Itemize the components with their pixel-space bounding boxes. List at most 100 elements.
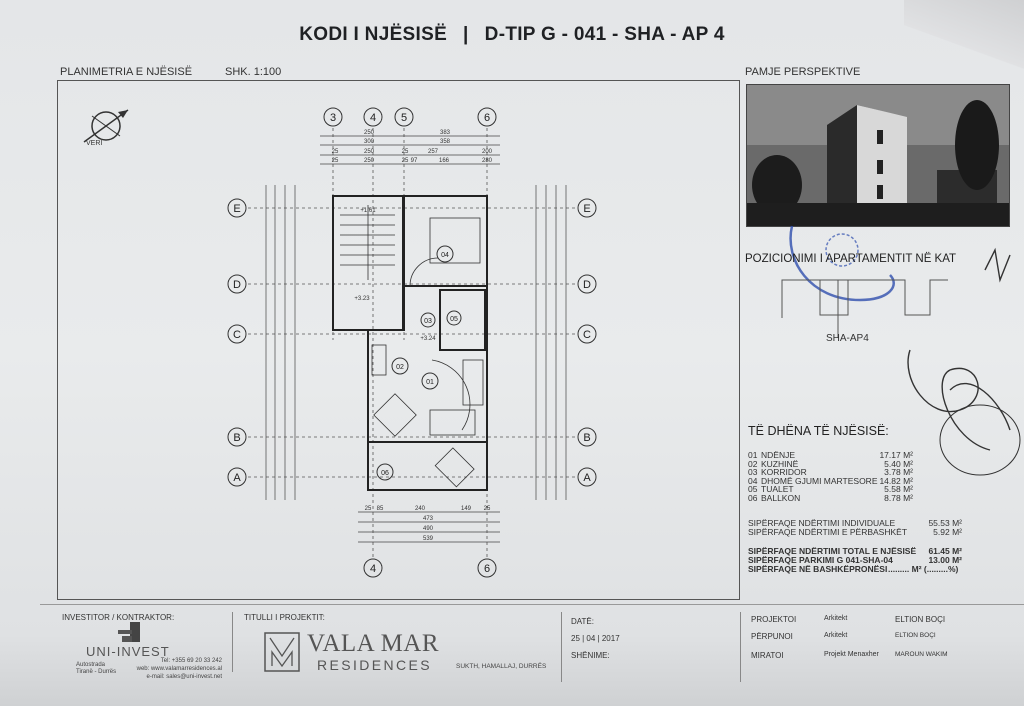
dim: 280	[482, 158, 493, 164]
title-separator: |	[463, 24, 469, 45]
axis-4-label: 4	[370, 112, 376, 124]
dim: 25	[365, 506, 372, 512]
dim: 25	[332, 158, 339, 164]
email-link[interactable]: e-mail: sales@uni-invest.net	[146, 674, 222, 680]
dim: 383	[440, 130, 451, 136]
code-label: KODI I NJËSISË	[299, 24, 448, 45]
vala-mar-monogram-icon	[264, 632, 300, 672]
investor-logo: UNI-INVEST	[86, 644, 170, 659]
room-name: KUZHINË	[761, 458, 799, 469]
dim: 25	[402, 158, 409, 164]
signoff-role: MIRATOI	[751, 651, 784, 660]
signoff-name: MAROUN WAKIM	[895, 651, 948, 658]
date-label: DATË:	[571, 617, 594, 626]
axis-5-label: 5	[401, 112, 407, 124]
signoff-name: ELTION BOÇI	[895, 632, 936, 639]
address-line: Autostrada	[76, 662, 106, 668]
room-num: 04	[748, 475, 758, 486]
axis-d-label: D	[233, 279, 241, 291]
dim: 250	[364, 130, 375, 136]
room-name: BALLKON	[761, 492, 801, 503]
project-logo-main: VALA MAR	[307, 630, 440, 657]
room-num: 03	[748, 467, 758, 477]
room-area: 14.82 M²	[879, 475, 913, 486]
shared-area-label: SIPËRFAQE NDËRTIMI E PËRBASHKËT	[748, 527, 908, 537]
signoff-role: PROJEKTOI	[751, 615, 797, 624]
level-mark: +1.61	[360, 208, 376, 214]
phone: Tel: +355 69 20 33 242	[160, 658, 222, 664]
dim: 473	[423, 516, 434, 522]
room-area: 3.78 M²	[884, 467, 913, 477]
room-area: 8.78 M²	[884, 492, 913, 503]
level-mark: +3.23	[354, 296, 370, 302]
address-line: Tiranë - Durrës	[76, 669, 117, 675]
axis-b-label: B	[233, 432, 240, 444]
axis-4-bottom-label: 4	[370, 563, 376, 575]
axis-3-label: 3	[330, 112, 336, 124]
axis-6-label: 6	[484, 112, 490, 124]
room-name: NDËNJE	[761, 450, 796, 460]
divider	[232, 612, 233, 672]
investor-label: INVESTITOR / KONTRAKTOR:	[62, 613, 175, 622]
unit-data-title: TË DHËNA TË NJËSISË:	[748, 424, 889, 438]
dim: 358	[440, 139, 451, 145]
parking-area-label: SIPËRFAQE PARKIMI G 041-SHA-04	[748, 555, 893, 565]
code-value: D-TIP G - 041 - SHA - AP 4	[484, 24, 725, 45]
page-curl	[904, 0, 1024, 70]
room-name: KORRIDOR	[761, 467, 807, 477]
axis-6-bottom-label: 6	[484, 563, 490, 575]
north-label: VERI	[86, 140, 103, 147]
signoff-title: Arkitekt	[824, 632, 848, 639]
divider	[561, 612, 562, 682]
plan-title: PLANIMETRIA E NJËSISË	[60, 66, 193, 78]
divider	[740, 612, 741, 682]
room-area: 17.17 M²	[879, 450, 913, 460]
total-area-label: SIPËRFAQE NDËRTIMI TOTAL E NJËSISË	[748, 546, 917, 556]
dim: 149	[461, 506, 472, 512]
unit-position-label: SHA-AP4	[826, 333, 869, 344]
room-num: 05	[748, 484, 758, 494]
individual-area-label: SIPËRFAQE NDËRTIMI INDIVIDUALE	[748, 518, 896, 528]
signoff-role: PËRPUNOI	[751, 632, 793, 641]
room-06-label: 06	[381, 470, 389, 477]
project-label: TITULLI I PROJEKTIT:	[244, 613, 325, 622]
uni-invest-logo-icon	[118, 622, 140, 642]
project-logo-sub: RESIDENCES	[317, 657, 433, 673]
coownership-label: SIPËRFAQE NË BASHKËPRONËSI	[748, 564, 888, 574]
website-link[interactable]: web: www.valamarresidences.al	[136, 666, 222, 672]
dim: 85	[377, 506, 384, 512]
room-num: 06	[748, 492, 758, 503]
dim: 539	[423, 536, 434, 542]
coownership-value: ......... M² (.........%)	[888, 564, 959, 574]
signature	[907, 247, 1021, 476]
dim: 300	[364, 139, 375, 145]
signoff-name: ELTION BOÇI	[895, 615, 946, 624]
dim: 97	[411, 158, 418, 164]
position-title: POZICIONIMI I APARTAMENTIT NË KAT	[745, 253, 957, 265]
perspective-image	[746, 84, 1010, 227]
coownership-row: SIPËRFAQE NË BASHKËPRONËSI......... M² (…	[748, 564, 958, 574]
key-plan	[781, 279, 948, 338]
dim: 25	[332, 149, 339, 155]
date-value: 25 | 04 | 2017	[571, 634, 620, 643]
dim: 25	[402, 149, 409, 155]
axis-a-right-label: A	[583, 472, 591, 484]
document-title: KODI I NJËSISË | D-TIP G - 041 - SHA - AP …	[0, 24, 1024, 46]
axis-e-right-label: E	[583, 203, 590, 215]
level-mark: +3.24	[420, 336, 436, 342]
notes-label: SHËNIME:	[571, 651, 610, 660]
perspective-title: PAMJE PERSPEKTIVE	[745, 66, 861, 78]
room-04-label: 04	[441, 252, 449, 259]
dim: 25	[484, 506, 491, 512]
signoff-title: Projekt Menaxher	[824, 651, 879, 658]
dim: 257	[428, 149, 439, 155]
